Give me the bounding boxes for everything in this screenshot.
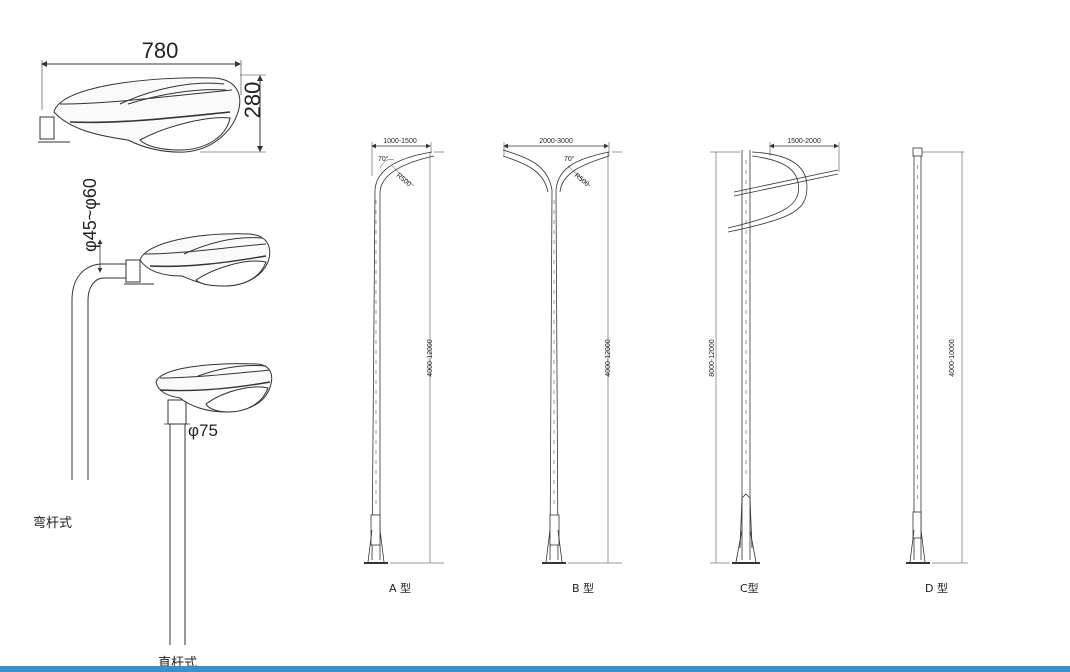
pole-b-label: B 型 [572, 581, 594, 595]
pole-c-label: C型 [740, 581, 759, 595]
pole-a [364, 142, 444, 564]
luminaire-height-label: 280 [240, 82, 265, 119]
pole-a-arm-span: 1000-1500 [383, 138, 417, 145]
curved-pipe-diameter-label: φ45~φ60 [80, 178, 100, 252]
pole-b-angle: 70° [564, 155, 575, 163]
luminaire-top-view [38, 60, 266, 153]
pole-a-angle: 70° [378, 155, 389, 163]
bottom-accent-bar [0, 666, 1070, 672]
pole-c [710, 142, 840, 564]
pole-b-height: 4000-12000 [605, 339, 612, 376]
pole-d-height: 4000-10000 [949, 339, 956, 376]
pole-b [502, 142, 622, 564]
pole-c-height: 8000-12000 [709, 339, 716, 376]
pole-a-radius: R500 [395, 172, 412, 188]
pole-a-height: 4000-12000 [427, 339, 434, 376]
curved-arm-mount [71, 233, 271, 480]
pole-d [906, 147, 968, 564]
curved-mount-label: 弯杆式 [33, 515, 72, 531]
straight-pole-mount [155, 363, 273, 645]
straight-pipe-diameter-label: φ75 [188, 421, 218, 440]
pole-d-label: D 型 [925, 581, 948, 595]
luminaire-length-label: 780 [142, 38, 179, 63]
pole-b-arm-span: 2000-3000 [539, 138, 573, 145]
pole-a-label: A 型 [389, 581, 411, 595]
pole-b-radius: R500 [573, 172, 590, 188]
pole-c-arm-span: 1500-2000 [787, 138, 821, 145]
